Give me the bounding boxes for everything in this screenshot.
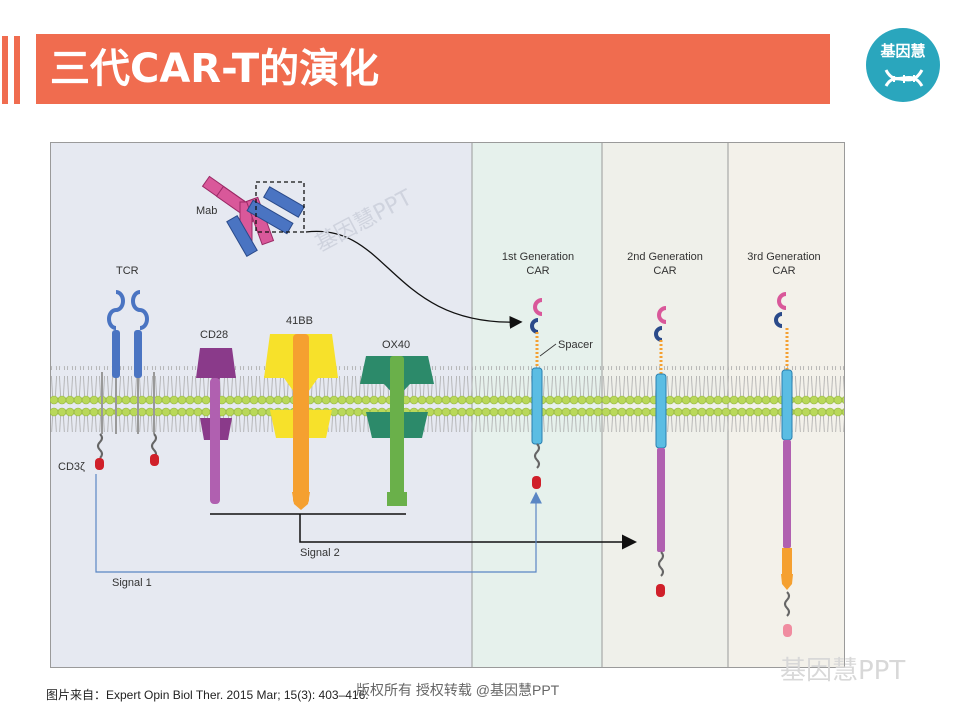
logo-text: 基因慧	[880, 42, 926, 60]
car-t-evolution-figure: 1st Generation CAR 2nd Generation CAR 3r…	[50, 142, 846, 668]
tcr-label: TCR	[116, 265, 139, 277]
copyright-notice: 版权所有 授权转载 @基因慧PPT	[356, 682, 560, 698]
left-accent-bar	[2, 36, 8, 104]
cd28-receptor	[196, 348, 236, 504]
gen2-title: 2nd Generation	[627, 251, 703, 263]
gen1-title: 1st Generation	[502, 251, 574, 263]
gen3-subtitle: CAR	[772, 265, 795, 277]
left-accent-bar	[14, 36, 20, 104]
page-title: 三代CAR-T的演化	[36, 34, 830, 104]
figure-source: 图片来自：Expert Opin Biol Ther. 2015 Mar; 15…	[46, 688, 369, 702]
arrow-signal2	[299, 514, 637, 550]
gen2-subtitle: CAR	[653, 265, 676, 277]
ox40-label: OX40	[382, 339, 410, 351]
corner-watermark: 基因慧PPT	[780, 656, 906, 686]
cd3z-label: CD3ζ	[58, 461, 85, 473]
signal2-label: Signal 2	[300, 547, 340, 559]
tcr-receptor	[95, 290, 159, 470]
dna-icon	[884, 69, 924, 87]
mab-label: Mab	[196, 205, 217, 217]
spacer-label: Spacer	[558, 339, 593, 351]
signal1-label: Signal 1	[112, 577, 152, 589]
41bb-label: 41BB	[286, 315, 313, 327]
car-gen3	[774, 292, 793, 637]
arrow-signal1	[95, 474, 542, 573]
car-gen1	[530, 298, 543, 489]
arrow-scfv-to-gen1	[305, 230, 523, 329]
gen1-subtitle: CAR	[526, 265, 549, 277]
brand-logo: 基因慧	[866, 28, 940, 102]
41bb-receptor	[264, 334, 338, 510]
gen3-title: 3rd Generation	[747, 251, 820, 263]
cell-membrane	[50, 366, 844, 432]
scfv-highlight-box	[255, 181, 305, 233]
cd28-label: CD28	[200, 329, 228, 341]
ox40-receptor	[360, 356, 434, 506]
mab-antibody	[201, 175, 306, 258]
car-gen2	[654, 306, 667, 597]
